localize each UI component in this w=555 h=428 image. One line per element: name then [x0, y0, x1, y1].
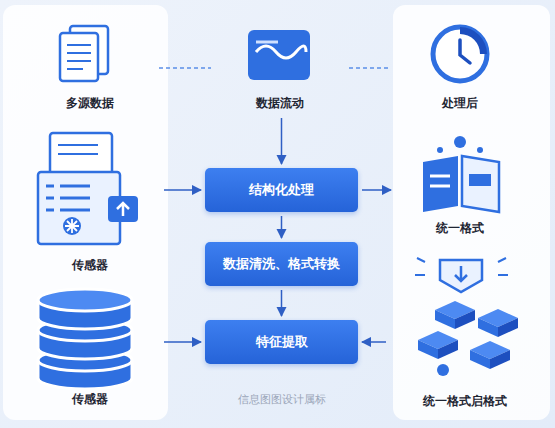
node-label: 处理后 [395, 95, 525, 112]
documents-icon [60, 26, 108, 81]
right-panel [393, 5, 550, 420]
download-shield-icon [415, 258, 508, 292]
icon-node: 传感器 [20, 128, 160, 276]
footer-note: 信息图图设计属标 [238, 392, 326, 407]
node-label: 数据清洗、格式转换 [223, 255, 340, 273]
process-box: 结构化处理 [205, 168, 358, 212]
modules-icon [418, 301, 518, 376]
icon-node: 数据流动 [215, 22, 345, 114]
node-label: 统一格式启格式 [390, 393, 540, 410]
icon-node: 统一格式 [395, 135, 525, 239]
icon-node: 处理后 [395, 22, 525, 114]
icon-node: 传感器 [20, 286, 160, 410]
flow-arrow [362, 189, 391, 191]
icon-node: 多源数据 [25, 22, 155, 114]
node-label: 传感器 [20, 257, 160, 274]
icon-node: 统一格式启格式 [390, 250, 540, 412]
left-panel [3, 5, 168, 420]
process-box: 数据清洗、格式转换 [205, 242, 358, 286]
form-icon [38, 133, 138, 244]
data-flow-icon [248, 30, 310, 80]
flow-arrow [281, 290, 283, 316]
flow-arrow [281, 216, 283, 238]
node-label: 传感器 [20, 391, 160, 408]
flow-arrow [281, 118, 283, 164]
book-icon [423, 136, 499, 212]
node-label: 结构化处理 [249, 181, 314, 199]
flow-arrow [362, 341, 386, 343]
database-icon [38, 289, 132, 389]
flow-arrow [164, 189, 201, 191]
node-label: 多源数据 [25, 95, 155, 112]
dashed-link [349, 67, 391, 69]
node-label: 数据流动 [215, 95, 345, 112]
flow-arrow [164, 341, 201, 343]
clock-icon [433, 27, 487, 81]
dashed-link [159, 67, 211, 69]
process-box: 特征提取 [205, 320, 358, 364]
node-label: 特征提取 [256, 333, 308, 351]
node-label: 统一格式 [395, 220, 525, 237]
